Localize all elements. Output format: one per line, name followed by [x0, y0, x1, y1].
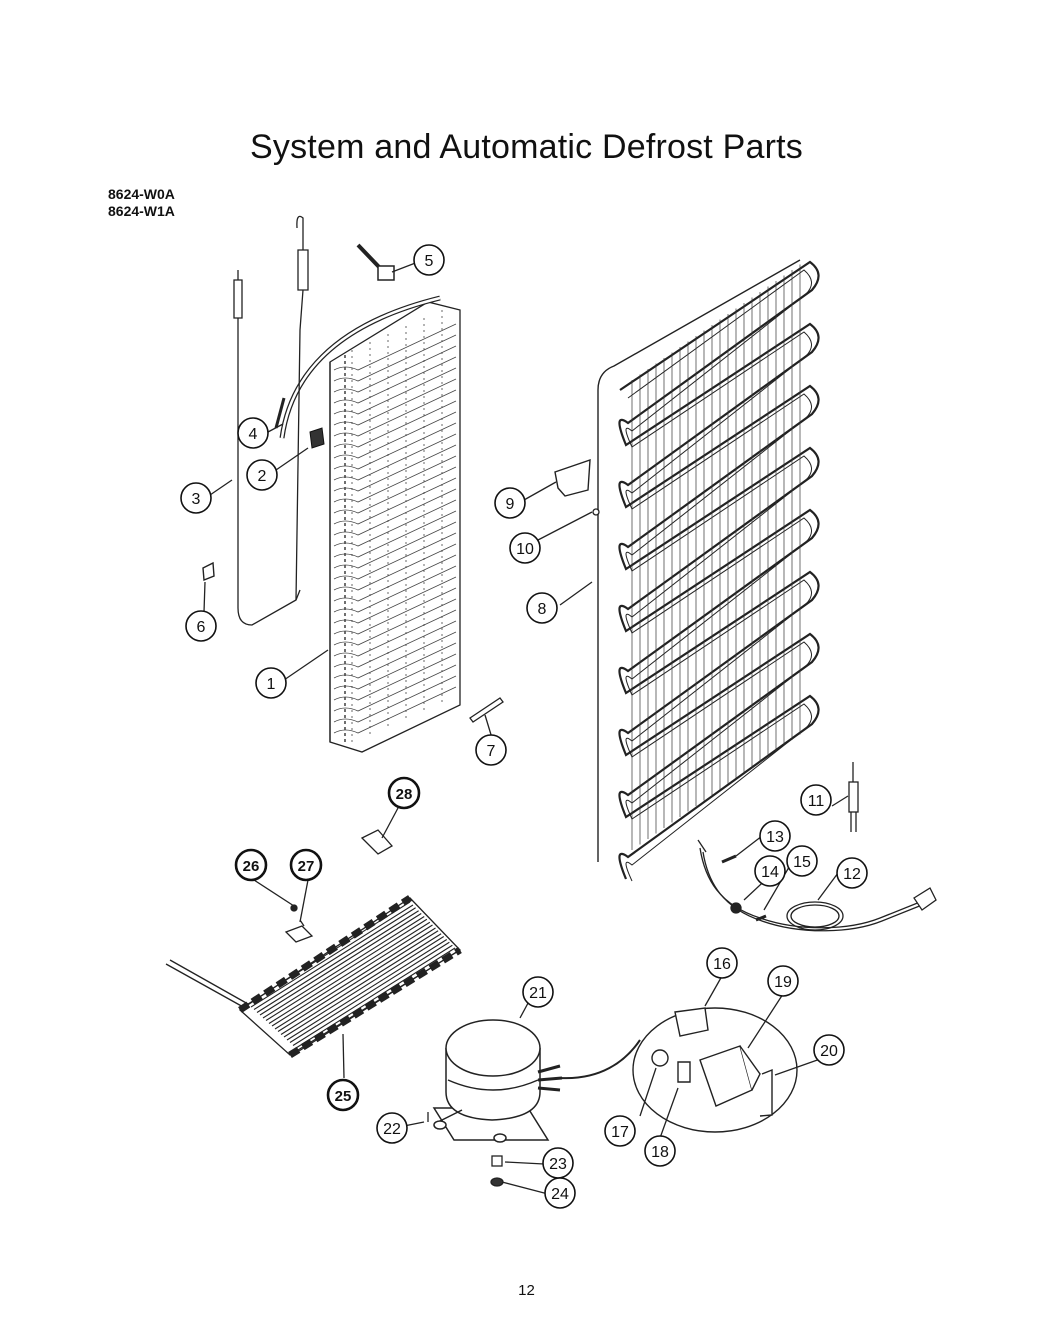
callout-20: 20 [813, 1034, 845, 1066]
drier [848, 762, 859, 832]
callout-label: 20 [820, 1043, 838, 1060]
callout-14: 14 [754, 855, 786, 887]
callout-7: 7 [475, 734, 507, 766]
callout-label: 22 [383, 1121, 401, 1138]
callout-label: 9 [506, 496, 515, 513]
condenser [597, 259, 820, 882]
callout-label: 14 [761, 864, 779, 881]
callout-27: 27 [289, 848, 323, 882]
screw-bracket [284, 904, 314, 943]
callout-label: 12 [843, 866, 861, 883]
model-number: 8624-W0A [108, 186, 175, 202]
callout-8: 8 [526, 592, 558, 624]
suction-tube [279, 295, 441, 439]
bracket [360, 829, 394, 855]
condenser-bracket [554, 458, 591, 497]
callout-25: 25 [326, 1078, 360, 1112]
callout-12: 12 [836, 857, 868, 889]
callout-label: 8 [538, 601, 547, 618]
callout-19: 19 [767, 965, 799, 997]
evaporator [329, 301, 461, 753]
callout-label: 15 [793, 854, 811, 871]
callout-label: 1 [267, 676, 276, 693]
callout-label: 23 [549, 1156, 567, 1173]
callout-label: 19 [774, 974, 792, 991]
leader-lines [203, 261, 849, 1195]
callout-label: 24 [551, 1186, 569, 1203]
page-title: System and Automatic Defrost Parts [250, 128, 803, 166]
callout-label: 18 [651, 1144, 669, 1161]
callout-label: 27 [298, 858, 315, 875]
callouts: 1234567891011121314151617181920212223242… [180, 244, 868, 1209]
screw [592, 508, 600, 516]
callout-label: 5 [425, 253, 434, 270]
model-numbers: 8624-W0A 8624-W1A [108, 186, 175, 220]
callout-label: 7 [487, 743, 496, 760]
callout-label: 4 [249, 426, 258, 443]
callout-6: 6 [185, 610, 217, 642]
callout-26: 26 [234, 848, 268, 882]
compressor [432, 1019, 641, 1143]
callout-label: 26 [243, 858, 260, 875]
callout-21: 21 [522, 976, 554, 1008]
callout-10: 10 [509, 532, 541, 564]
callout-label: 11 [808, 793, 825, 810]
callout-5: 5 [413, 244, 445, 276]
drain-strip [469, 697, 504, 723]
callout-23: 23 [542, 1147, 574, 1179]
model-number: 8624-W1A [108, 203, 175, 219]
callout-label: 3 [192, 491, 201, 508]
heater-terminal [356, 243, 395, 281]
callout-3: 3 [180, 482, 212, 514]
callout-1: 1 [255, 667, 287, 699]
defrost-terminator [309, 427, 325, 449]
callout-2: 2 [246, 459, 278, 491]
callout-4: 4 [237, 417, 269, 449]
callout-13: 13 [759, 820, 791, 852]
callout-11: 11 [800, 784, 832, 816]
callout-label: 13 [766, 829, 784, 846]
clip [202, 561, 215, 582]
callout-label: 17 [611, 1124, 629, 1141]
capillary-tube [233, 215, 309, 626]
callout-label: 2 [258, 468, 267, 485]
electrical-components [632, 1007, 798, 1133]
callout-label: 10 [516, 541, 534, 558]
callout-28: 28 [387, 776, 421, 810]
callout-17: 17 [604, 1115, 636, 1147]
callout-22: 22 [376, 1112, 408, 1144]
callout-label: 28 [396, 786, 413, 803]
callout-15: 15 [786, 845, 818, 877]
callout-16: 16 [706, 947, 738, 979]
callout-24: 24 [544, 1177, 576, 1209]
page-number: 12 [518, 1282, 535, 1299]
callout-label: 25 [335, 1088, 352, 1105]
callout-18: 18 [644, 1135, 676, 1167]
power-cord [697, 839, 937, 932]
callout-9: 9 [494, 487, 526, 519]
callout-label: 16 [713, 956, 731, 973]
callout-label: 6 [197, 619, 206, 636]
callout-label: 21 [529, 985, 547, 1002]
drain-pan-heater [165, 895, 462, 1058]
